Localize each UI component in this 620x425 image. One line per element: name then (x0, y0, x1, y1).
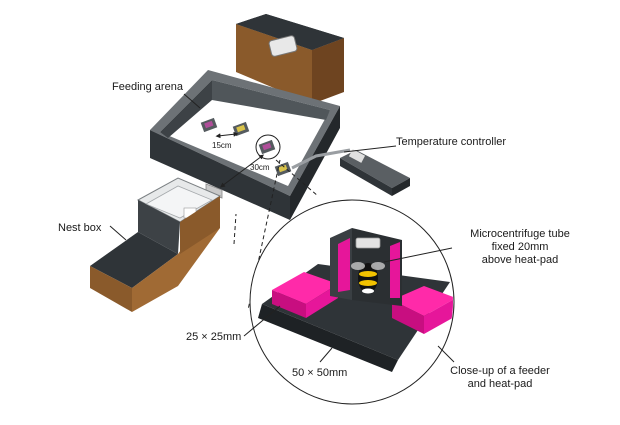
feeding-arena-label: Feeding arena (112, 81, 184, 93)
feeding-arena (150, 70, 340, 220)
connector-tube (205, 183, 223, 199)
base-size-label: 50 × 50mm (292, 367, 347, 379)
top-box-window-icon (268, 35, 298, 57)
tube-label-line-3: above heat-pad (482, 254, 558, 266)
microcentrifuge-tube (355, 237, 381, 249)
leader-nest-box (109, 225, 127, 241)
bee-icon (351, 262, 385, 294)
closeup-label-line-2: and heat-pad (468, 378, 533, 390)
feeder-1 (200, 117, 218, 133)
temperature-controller-label: Temperature controller (396, 136, 506, 148)
heat-pad-left (272, 272, 338, 304)
nest-box (90, 177, 222, 312)
feeder-highlight-circle (255, 134, 281, 160)
tube-label-line-2: fixed 20mm (492, 241, 549, 253)
zoom-line-left (233, 213, 237, 245)
top-storage-box (236, 14, 344, 104)
leader-closeup (437, 345, 455, 363)
leader-pad-size (243, 305, 281, 337)
feeder-3 (258, 139, 276, 155)
feeder-4 (274, 161, 292, 177)
heat-pad-right (392, 286, 453, 316)
zoom-line-right (275, 159, 319, 197)
distance-15-label: 15cm (212, 141, 232, 150)
closeup-label-line-1: Close-up of a feeder (450, 365, 550, 377)
closeup-circle (249, 199, 455, 405)
leader-temperature-controller (343, 145, 397, 153)
leader-feeding-arena (183, 93, 201, 109)
distance-arrow-30 (220, 154, 264, 188)
distance-arrow-15 (215, 131, 239, 139)
nest-box-label: Nest box (58, 222, 102, 234)
leader-base-size (319, 347, 333, 363)
leader-tube (383, 247, 453, 263)
temperature-controller (291, 148, 410, 196)
distance-30-label: 30cm (250, 163, 270, 172)
tube-label-line-1: Microcentrifuge tube (470, 228, 570, 240)
pad-size-label: 25 × 25mm (186, 331, 241, 343)
